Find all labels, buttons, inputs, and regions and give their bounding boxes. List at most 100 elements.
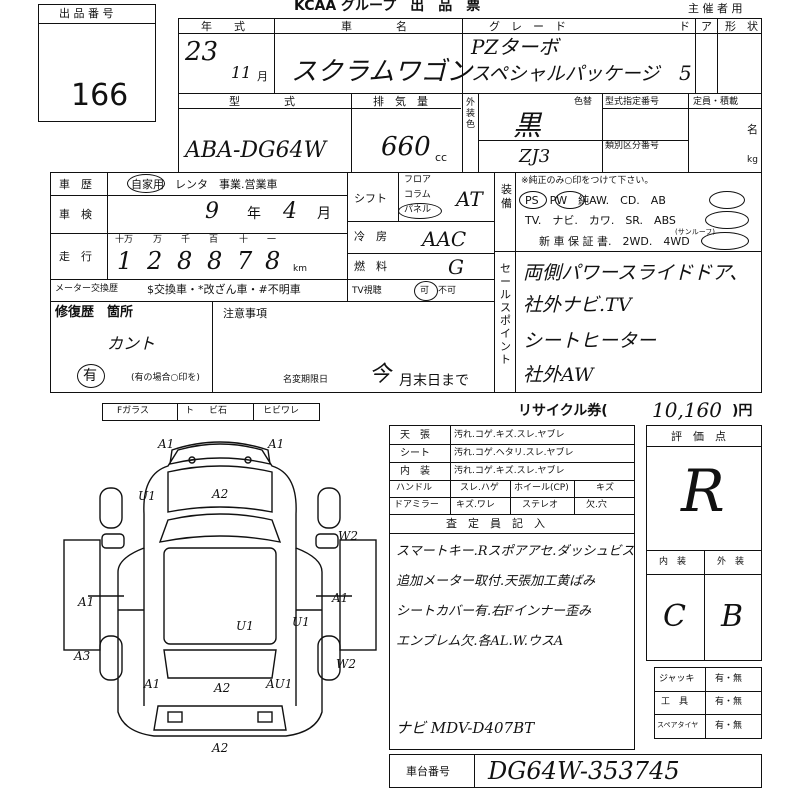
meter-change-options: $交換車・*改ざん車・#不明車 [147,283,301,296]
aircon-value: AAC [422,227,467,251]
shift-label: シフト [354,192,387,205]
digit-label-10: 十 [239,235,249,245]
shape-label: 形 状 [725,20,758,33]
glass-cell-chip: ビ石 [209,406,228,416]
right-side-box [339,539,377,651]
mark-u1-left: U1 [236,619,254,633]
tv-label: TV視聴 [352,286,382,296]
car-damage-diagram: A1 A1 A2 U1 W2 A1 A1 U1 U1 A3 W2 A1 A2 A… [63,437,377,755]
sale-point-4: 社外AW [523,364,594,386]
tv-selected-circle [414,281,438,301]
inspection-year-value: 9 [205,199,219,224]
sale-points-label: セールスポイント [500,262,511,366]
type-number-label: 型式指定番号 [605,97,660,107]
ps-circle [519,191,547,209]
history-label: 車 歴 [59,178,92,191]
digit-label-1: 一 [267,235,277,245]
left-mirror [101,533,125,549]
inspector-note-1: スマートキー.Rスポアアセ.ダッシュビス [396,544,635,559]
mark-a1-left: A1 [77,595,94,609]
chassis-number-box: 車台番号 DG64W-353745 [389,754,762,788]
displacement-value: 660 [381,132,431,162]
repair-circle-note: (有の場合○印を) [131,373,200,383]
vehicle-info-row2: 型 式 排 気 量 外装色 色替 型式指定番号 類別区分番号 定員・積載 名 k… [178,93,762,173]
inspector-note-2: 追加メーター取付.天張加工黄ばみ [396,574,596,589]
front-left-wheel [99,487,123,529]
inspector-note-3: シートカバー有.右Fインナー歪み [396,604,592,619]
glass-row: Fガラス ト ビ石 ヒビワレ [102,403,320,421]
organizer-label: 主 催 者 用 [688,2,743,15]
lot-number-box: 出 品 番 号 166 [38,4,156,122]
seat-options: 汚れ.コゲ.ヘタリ.スレ.ヤブレ [454,448,574,458]
front-bumper [169,441,271,465]
mark-a1-rear-left: A1 [143,677,160,691]
ab-circle [709,191,745,209]
meter-change-label: メーター交換歴 [55,284,119,294]
left-side-box [63,539,101,651]
name-change-deadline-label: 名変期限日 [283,375,329,385]
grade-label: グ レ ー ド [489,20,566,33]
inspector-note-5: ナビ MDV-D407BT [396,719,535,737]
inspection-month-value: 4 [283,199,297,224]
mark-w2-right: W2 [338,529,358,543]
car-name-label: 車 名 [341,20,407,33]
capacity-label: 定員・積載 [693,97,739,107]
hood [167,465,273,513]
equipment-line3: 新 車 保 証 書. 2WD. 4WD [539,235,690,248]
color-code-value: ZJ3 [519,146,551,167]
sunroof-note: (サンルーフ) [675,228,716,236]
handle-options: スレ.ハゲ [460,483,499,493]
repair-yes-circle [77,364,105,388]
inspector-notes-block: 査 定 員 記 入 スマートキー.Rスポアアセ.ダッシュビス 追加メーター取付.… [389,514,635,750]
condition-table: 天 張 汚れ.コゲ.キズ.スレ.ヤブレ シート 汚れ.コゲ.ヘタリ.スレ.ヤブレ… [389,425,635,515]
sale-point-2: 社外ナビ.TV [523,294,632,316]
door-label: ド ア [679,20,712,33]
inspection-year-unit: 年 [247,206,261,222]
exterior-score-value: B [721,599,744,634]
notes-label: 注意事項 [223,307,267,320]
sale-point-3: シートヒーター [523,330,657,352]
digit-label-10k: 万 [153,235,163,245]
mark-au1-rear: AU1 [265,677,292,691]
mark-u1-right: U1 [292,615,310,629]
mirror-label: ドアミラー [394,500,439,510]
mark-a2-bottom: A2 [211,741,228,755]
ceiling-options: 汚れ.コゲ.キズ.スレ.ヤブレ [454,430,565,440]
jack-options: 有・無 [715,674,743,684]
mileage-digit-4: 8 [207,247,223,275]
color-change-label: 色替 [574,97,593,107]
displacement-label: 排 気 量 [373,95,428,108]
mark-a1-right: A1 [331,591,348,605]
spec-block: シフト フロア コラム パネル AT 冷 房 AAC 燃 料 G TV視聴 可 … [347,172,495,302]
recycle-label: リサイクル券( [518,403,608,419]
rear-bumper [153,705,287,731]
right-mirror [315,533,339,549]
equipment-label: 装備 [501,183,512,210]
tool-options: 有・無 [715,697,743,707]
mark-a3-left: A3 [73,649,91,663]
stereo-options: 欠.穴 [586,500,607,510]
class-number-label: 類別区分番号 [605,141,660,151]
mark-w2-right-lower: W2 [336,657,356,671]
mileage-label: 走 行 [59,250,92,263]
glass-cell-f-glass: Fガラス [117,406,149,416]
rear-right-wheel [317,635,341,681]
interior-score-label: 内 装 [659,557,687,567]
pw-circle [555,191,585,209]
tool-label: 工 具 [661,697,689,707]
mark-u1-front: U1 [138,489,156,503]
year-value: 23 [185,37,219,67]
interior-label: 内 装 [400,466,430,477]
color-value: 黒 [513,109,542,142]
glass-cell-crack: ヒビワレ [263,406,300,416]
spare-tire-options: 有・無 [715,721,743,731]
mileage-digit-2: 2 [147,247,163,275]
mark-a2-rear: A2 [213,681,230,695]
fuel-value: G [448,255,464,279]
wheel-label: ホイール(CP) [514,483,569,493]
inspection-month-unit: 月 [317,206,331,222]
ceiling-label: 天 張 [400,430,430,441]
shift-value: AT [456,187,483,211]
model-value: ABA-DG64W [185,138,327,163]
wheel-value: キズ [596,483,615,493]
